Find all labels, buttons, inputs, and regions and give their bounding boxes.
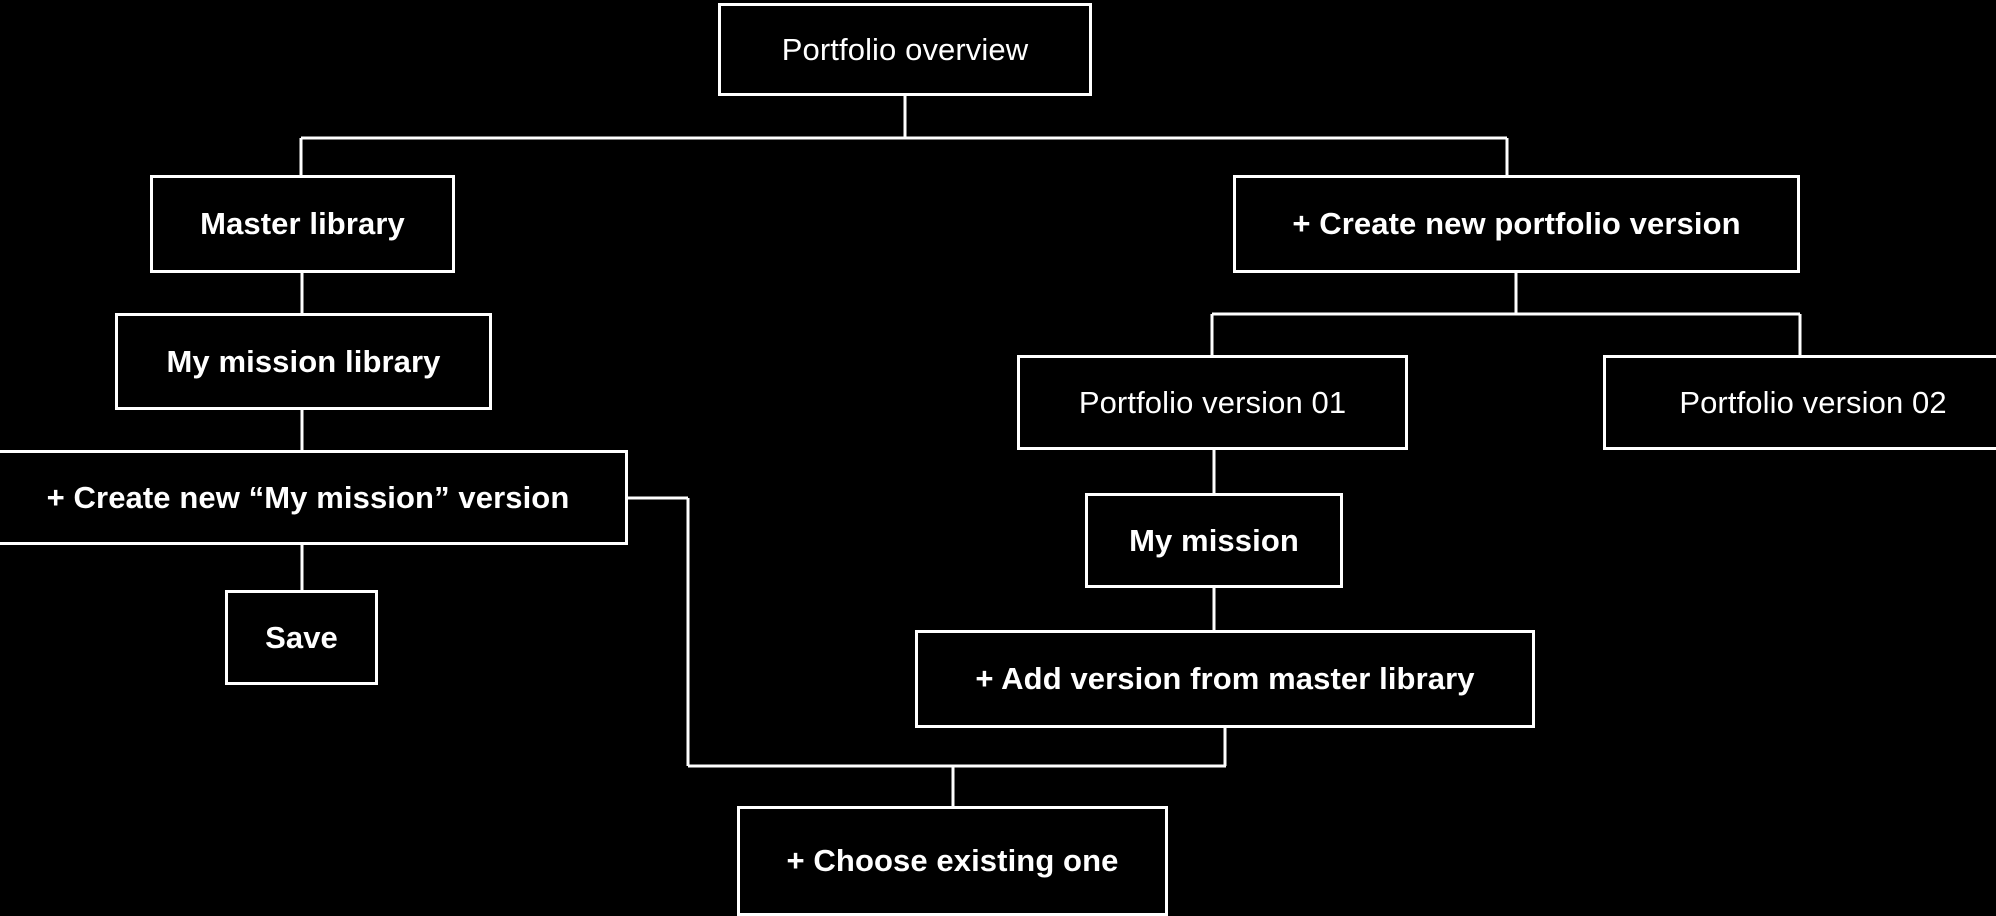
edge-create-portfolio-version-to-children [1210,273,1802,355]
node-choose-existing-one-label: + Choose existing one [786,843,1119,879]
node-create-new-my-mission-version-label: + Create new “My mission” version [46,479,570,515]
node-my-mission-library-label: My mission library [166,343,441,379]
node-choose-existing-one[interactable]: + Choose existing one [737,806,1168,916]
node-portfolio-version-02[interactable]: Portfolio version 02 [1603,355,1996,450]
edge-portfolio-overview-to-children [299,96,1509,175]
node-portfolio-version-01-label: Portfolio version 01 [1078,384,1347,420]
node-portfolio-overview[interactable]: Portfolio overview [718,3,1092,96]
node-add-version-from-master-library[interactable]: + Add version from master library [915,630,1535,728]
node-create-new-portfolio-version[interactable]: + Create new portfolio version [1233,175,1800,273]
node-save-label: Save [265,619,338,655]
node-portfolio-version-01[interactable]: Portfolio version 01 [1017,355,1408,450]
node-master-library[interactable]: Master library [150,175,455,273]
node-create-new-my-mission-version[interactable]: + Create new “My mission” version [0,450,628,545]
node-create-new-portfolio-version-label: + Create new portfolio version [1292,206,1741,242]
node-portfolio-version-02-label: Portfolio version 02 [1679,384,1947,420]
node-my-mission-library[interactable]: My mission library [115,313,492,410]
node-save[interactable]: Save [225,590,378,685]
node-portfolio-overview-label: Portfolio overview [781,31,1029,67]
edge-add-version-master-library-to-choose-existing-one [951,728,1227,806]
node-add-version-from-master-library-label: + Add version from master library [975,661,1475,697]
node-my-mission-label: My mission [1129,522,1299,558]
node-my-mission[interactable]: My mission [1085,493,1343,588]
node-master-library-label: Master library [200,206,405,242]
